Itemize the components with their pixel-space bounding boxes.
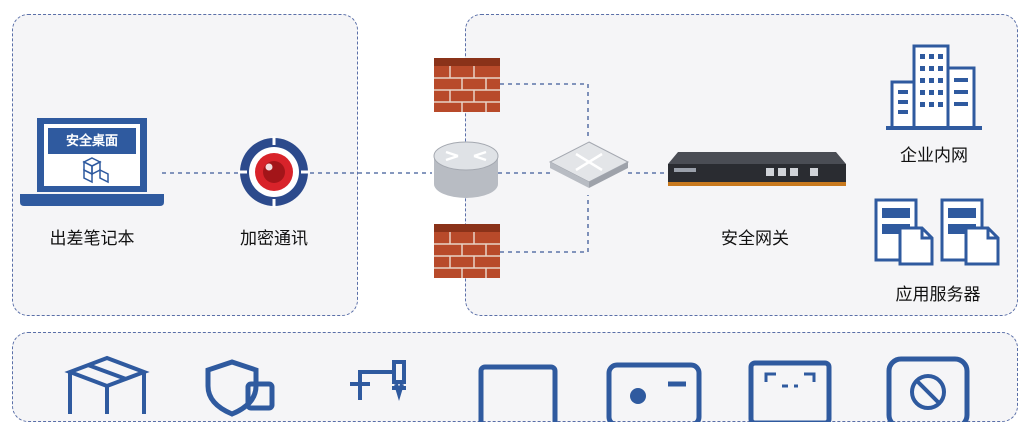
server-right-icon bbox=[940, 198, 1000, 266]
package-icon bbox=[64, 355, 150, 414]
monitor-icon bbox=[478, 364, 558, 422]
encryption-icon bbox=[238, 136, 310, 208]
firewall-top-icon bbox=[434, 58, 500, 112]
servers-label: 应用服务器 bbox=[895, 285, 981, 305]
id-card-icon bbox=[606, 362, 702, 422]
intranet-label: 企业内网 bbox=[900, 146, 968, 166]
laptop-icon bbox=[20, 118, 164, 206]
laptop-label: 出差笔记本 bbox=[49, 229, 135, 249]
building-icon bbox=[886, 44, 982, 130]
forbidden-icon bbox=[886, 356, 970, 422]
server-left-icon bbox=[874, 198, 934, 266]
face-scan-icon bbox=[748, 360, 832, 422]
switch-icon bbox=[548, 141, 630, 188]
shield-icon bbox=[205, 359, 275, 417]
encrypt-label: 加密通讯 bbox=[240, 229, 308, 249]
laptop-screen-text: 安全桌面 bbox=[65, 134, 118, 149]
gateway-label: 安全网关 bbox=[721, 229, 789, 249]
robot-arm-icon bbox=[350, 360, 406, 401]
router-icon bbox=[433, 141, 499, 198]
connection-lines bbox=[162, 83, 668, 253]
firewall-bottom-icon bbox=[434, 224, 500, 278]
gateway-device-icon bbox=[668, 152, 846, 186]
